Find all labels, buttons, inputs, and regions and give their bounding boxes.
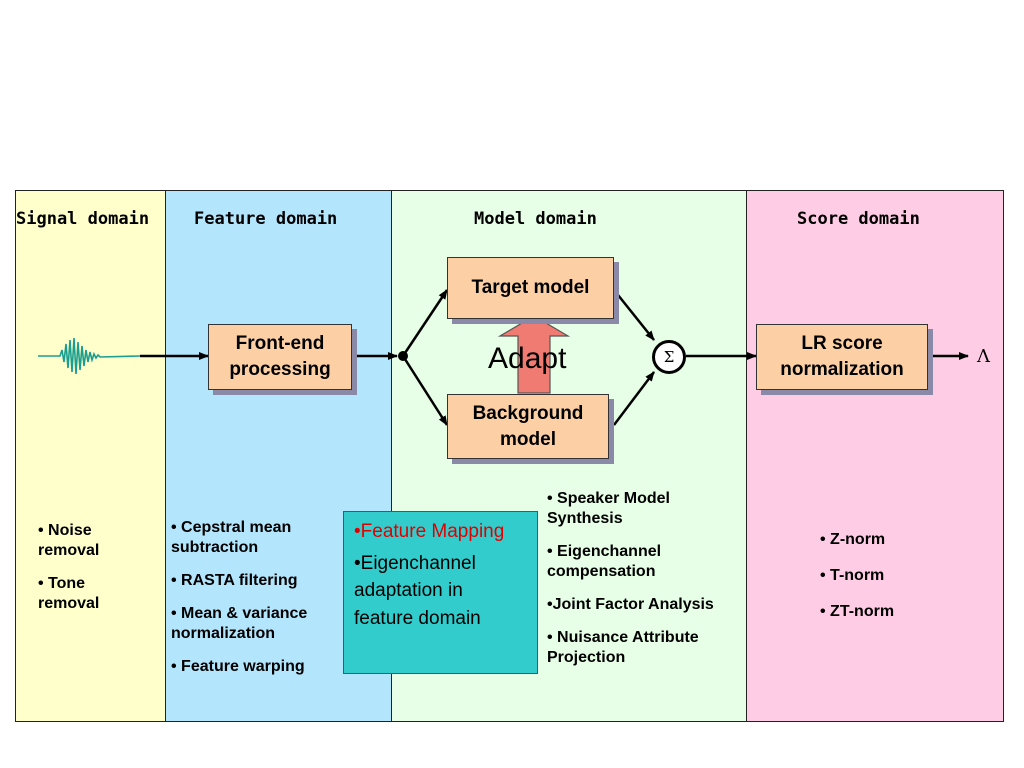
signal-domain-bullets: • Noise removal • Tone removal bbox=[38, 521, 148, 627]
signal-domain-panel bbox=[15, 190, 167, 722]
adapt-arrow-icon bbox=[497, 315, 571, 394]
list-item: • Speaker Model Synthesis bbox=[547, 490, 670, 527]
background-model-block: Background model bbox=[447, 394, 609, 459]
arrow-to-target-model bbox=[401, 289, 449, 357]
list-item: • ZT-norm bbox=[820, 603, 895, 620]
arrow-target-to-sigma bbox=[613, 289, 655, 341]
model-domain-bullets: • Speaker Model Synthesis • Eigenchannel… bbox=[547, 489, 742, 681]
list-item: • RASTA filtering bbox=[171, 572, 298, 589]
feature-mapping-title: •Feature Mapping bbox=[354, 521, 505, 542]
score-domain-bullets: • Z-norm • T-norm • ZT-norm bbox=[820, 530, 970, 635]
frontend-processing-block: Front-end processing bbox=[208, 324, 352, 390]
list-item: • Feature warping bbox=[171, 658, 305, 675]
list-item: • Noise removal bbox=[38, 522, 100, 559]
sigma-summation-node: Σ bbox=[652, 340, 686, 374]
model-domain-title: Model domain bbox=[474, 209, 597, 229]
score-domain-title: Score domain bbox=[797, 209, 920, 229]
signal-domain-title: Signal domain bbox=[16, 209, 150, 229]
feature-mapping-description: •Eigenchannel adaptation in feature doma… bbox=[354, 552, 481, 629]
lr-score-normalization-block: LR score normalization bbox=[756, 324, 928, 390]
feature-domain-bullets: • Cepstral mean subtraction • RASTA filt… bbox=[171, 518, 356, 690]
adapt-label: Adapt bbox=[488, 342, 567, 375]
list-item: •Joint Factor Analysis bbox=[547, 596, 714, 613]
list-item: • Eigenchannel compensation bbox=[547, 543, 662, 580]
list-item: • Nuisance Attribute Projection bbox=[547, 629, 699, 666]
list-item: • T-norm bbox=[820, 567, 885, 584]
list-item: • Cepstral mean subtraction bbox=[171, 519, 292, 556]
list-item: • Tone removal bbox=[38, 575, 100, 612]
list-item: • Mean & variance normalization bbox=[171, 605, 308, 642]
list-item: • Z-norm bbox=[820, 531, 886, 548]
feature-mapping-callout: •Feature Mapping •Eigenchannel adaptatio… bbox=[343, 511, 538, 674]
waveform-icon bbox=[38, 337, 141, 375]
target-model-block: Target model bbox=[447, 257, 614, 319]
score-domain-panel bbox=[746, 190, 1004, 722]
arrow-to-background-model bbox=[401, 355, 449, 426]
output-lambda: Λ bbox=[977, 346, 990, 367]
arrow-background-to-sigma bbox=[613, 371, 655, 426]
feature-domain-title: Feature domain bbox=[194, 209, 338, 229]
